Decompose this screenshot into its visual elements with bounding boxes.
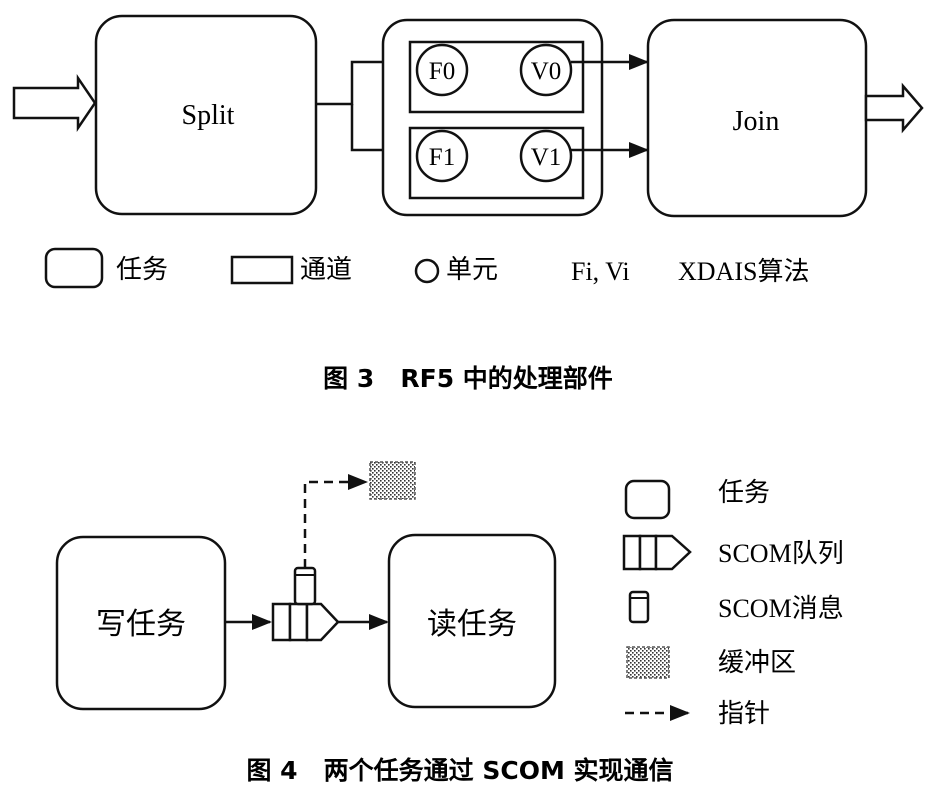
writer-task-label: 写任务 xyxy=(96,607,186,642)
cell-v1 xyxy=(519,129,573,183)
cell-v1-label: V1 xyxy=(531,144,562,171)
legend4-pointer-label: 指针 xyxy=(718,699,770,729)
figure-4: 写任务 读任务 任务 SCOM队列 xyxy=(55,461,844,785)
cell-f1 xyxy=(415,129,469,183)
buffer-block xyxy=(369,461,416,500)
legend-task-label: 任务 xyxy=(116,255,168,285)
scom-queue xyxy=(271,602,340,642)
legend4-task-icon xyxy=(624,479,671,520)
legend-channel-icon xyxy=(230,255,294,285)
output-arrow-icon xyxy=(864,82,924,134)
cell-v0 xyxy=(519,43,573,97)
input-arrow-icon xyxy=(12,73,97,133)
figure-3-caption: 图 3 RF5 中的处理部件 xyxy=(323,364,613,393)
split-task-box xyxy=(94,14,318,216)
legend-algo-desc: XDAIS算法 xyxy=(678,257,809,286)
legend4-message-icon xyxy=(628,590,650,624)
cell-f1-label: F1 xyxy=(429,144,455,171)
split-label: Split xyxy=(182,100,235,131)
legend-algo-names: Fi, Vi xyxy=(571,257,630,286)
legend4-buffer-icon xyxy=(626,646,670,679)
reader-task-box xyxy=(387,533,557,709)
legend4-buffer-label: 缓冲区 xyxy=(718,648,796,678)
legend4-queue-icon xyxy=(622,534,692,571)
figure-4-caption: 图 4 两个任务通过 SCOM 实现通信 xyxy=(246,756,673,785)
legend-channel-label: 通道 xyxy=(300,255,352,285)
legend-cell-label: 单元 xyxy=(446,255,498,285)
legend4-message-label: SCOM消息 xyxy=(718,594,844,623)
figure-3: Split F0 V0 F1 V1 Join 任务 通道 单元 F xyxy=(12,14,924,393)
cell-f0-label: F0 xyxy=(429,58,455,85)
reader-task-label: 读任务 xyxy=(427,607,517,642)
legend-cell-icon xyxy=(414,258,440,284)
legend4-queue-label: SCOM队列 xyxy=(718,539,844,568)
cell-f0 xyxy=(415,43,469,97)
scom-message xyxy=(293,566,317,606)
pointer-dashed-arrow xyxy=(303,474,368,568)
legend-task-icon xyxy=(44,247,104,289)
legend4-task-label: 任务 xyxy=(718,478,770,508)
cell-v0-label: V0 xyxy=(531,58,562,85)
join-label: Join xyxy=(733,106,780,137)
split-to-channel0-arrow xyxy=(316,54,410,106)
